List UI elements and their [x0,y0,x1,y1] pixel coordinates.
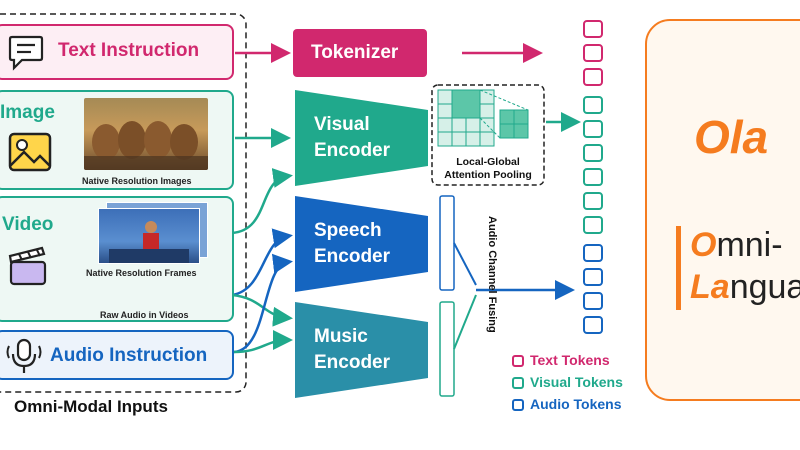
text-instruction-label: Text Instruction [58,40,200,61]
text-instruction-box: Text Instruction [0,24,234,80]
ola-line2-rest: ngua [729,268,800,306]
visual-encoder-shape [295,90,428,186]
ola-bar [676,226,681,310]
video-frames-caption: Native Resolution Frames [86,268,197,278]
ola-line1-initial: O [690,226,717,264]
ola-subtitle-line2: Langua [690,268,800,307]
text-token [583,44,603,62]
tokenizer-label: Tokenizer [311,42,399,63]
ola-line2-initial: La [690,268,730,306]
music-encoder-shape [295,302,428,398]
pooling-grid [437,89,529,147]
pooling-label: Local-Global Attention Pooling [432,156,544,182]
audio-instruction-label: Audio Instruction [50,345,208,366]
video-input-box: Video Native Resolution Frames Raw Audio… [0,196,234,322]
legend-visual-swatch [512,377,524,389]
ola-panel [645,19,800,401]
text-token [583,68,603,86]
clapperboard-icon [8,246,47,286]
audio-token [583,268,603,286]
audio-token [583,292,603,310]
image-label: Image [0,102,55,123]
microphone-icon [6,338,42,373]
video-visual-arrow [231,168,293,235]
visual-encoder-label: Visual Encoder [314,112,390,164]
visual-token [583,96,603,114]
visual-token [583,192,603,210]
image-icon [8,132,52,172]
video-speech-arrow [231,228,293,297]
legend-visual-label: Visual Tokens [530,374,623,390]
image-input-box: Image Native Resolution Images [0,90,234,190]
audio-speech-arrow [233,253,293,354]
pooling-label-line1: Local-Global [456,156,520,168]
music-encoder-line1: Music [314,326,368,347]
music-encoder-label: Music Encoder [314,324,390,376]
text-token [583,20,603,38]
visual-token [583,216,603,234]
speech-feature-bar [439,195,455,291]
image-caption: Native Resolution Images [82,176,192,186]
audio-channel-fusing-label: Audio Channel Fusing [486,216,498,333]
tokenizer-box: Tokenizer [293,29,427,77]
speech-encoder-shape [295,196,428,292]
pooling-label-line2: Attention Pooling [444,169,532,181]
speech-encoder-label: Speech Encoder [314,218,390,270]
ola-line1-rest: mni- [716,226,783,264]
speech-encoder-line1: Speech [314,220,382,241]
capybara-photo [84,98,208,170]
audio-instruction-box: Audio Instruction [0,330,234,380]
music-feature-bar [439,301,455,397]
video-audio-caption: Raw Audio in Videos [100,310,189,320]
visual-encoder-line1: Visual [314,114,370,135]
visual-token [583,144,603,162]
visual-encoder-line2: Encoder [314,140,391,161]
ola-title: Ola [694,111,769,163]
video-music-arrow [231,293,293,327]
legend-text-label: Text Tokens [530,352,610,368]
visual-token [583,168,603,186]
ola-subtitle-line1: Omni- [690,226,783,265]
speech-encoder-line2: Encoder [314,246,391,267]
legend-audio-swatch [512,399,524,411]
audio-token [583,316,603,334]
visual-token [583,120,603,138]
legend-audio-label: Audio Tokens [530,396,622,412]
music-encoder-line2: Encoder [314,352,391,373]
chat-bubble-icon [8,35,44,71]
video-frame-front [98,208,200,264]
audio-token [583,244,603,262]
audio-music-arrow [233,330,293,354]
inputs-group-border [0,13,247,393]
legend-text-swatch [512,355,524,367]
video-label: Video [2,214,54,235]
pooling-box [431,84,545,186]
omni-modal-inputs-label: Omni-Modal Inputs [14,397,168,416]
